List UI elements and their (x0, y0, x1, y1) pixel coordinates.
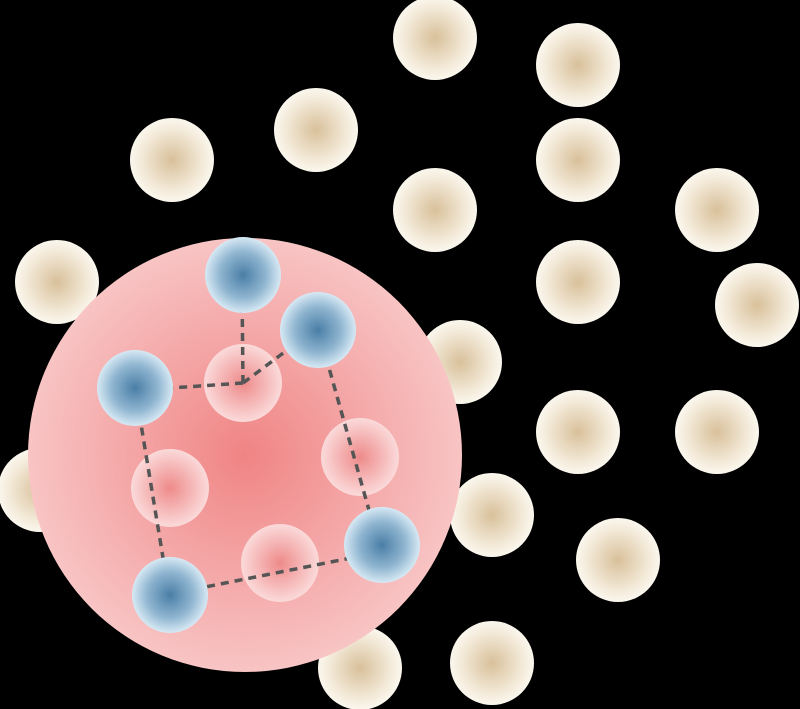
cream-particle (536, 390, 620, 474)
dashed-arrow (135, 399, 174, 586)
pink-particle (131, 449, 209, 527)
dashed-arrow (176, 553, 367, 598)
cream-particle (274, 88, 358, 172)
cream-particle (393, 168, 477, 252)
cream-particle (536, 118, 620, 202)
cream-particle (15, 240, 99, 324)
blue-particle (132, 557, 208, 633)
pink-particle (321, 418, 399, 496)
blue-particle (205, 237, 281, 313)
cream-particle (675, 390, 759, 474)
blue-particle (344, 507, 420, 583)
pink-particles (131, 344, 399, 602)
cream-particle (130, 118, 214, 202)
pink-particle (241, 524, 319, 602)
cream-particle (450, 621, 534, 705)
cream-particle (536, 23, 620, 107)
dashed-arrow (233, 284, 251, 384)
cream-particle (576, 518, 660, 602)
dashed-arrow (320, 342, 379, 532)
blue-particle (97, 350, 173, 426)
cream-particle (675, 168, 759, 252)
cream-particle (393, 0, 477, 80)
blue-particle (280, 292, 356, 368)
cream-particle (450, 473, 534, 557)
blue-particles (97, 237, 420, 633)
cream-particle (536, 240, 620, 324)
cream-particle (715, 263, 799, 347)
